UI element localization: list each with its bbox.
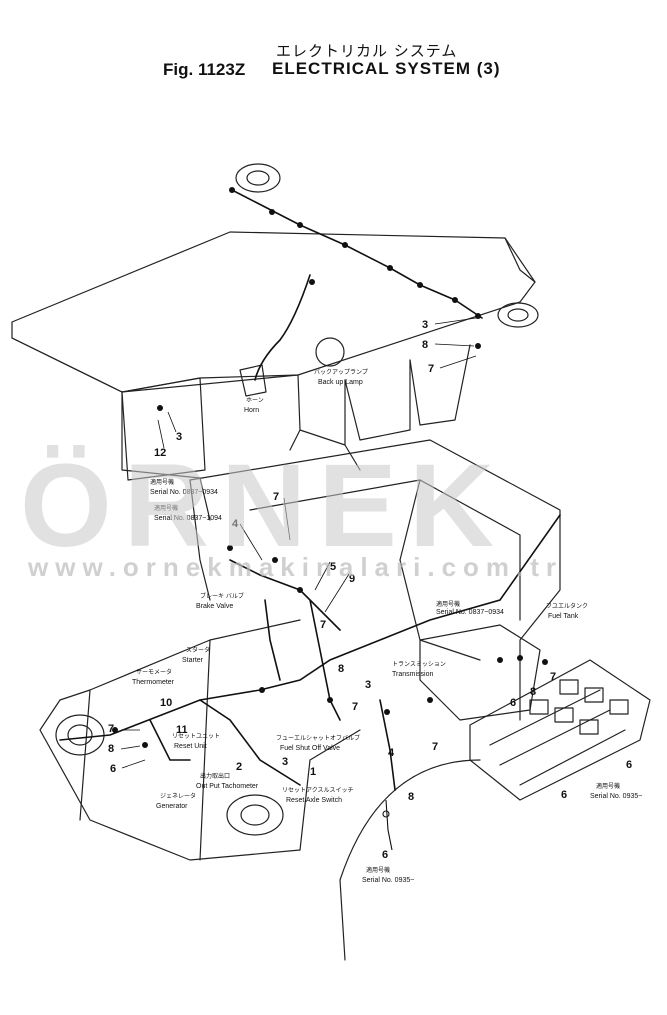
part-number-8: 8	[338, 663, 344, 675]
part-number-3: 3	[282, 756, 288, 768]
reset-axle-label: Reset Axle Switch	[286, 797, 342, 804]
reset-unit-label: Reset Unit	[174, 743, 207, 750]
starter-label: Starter	[182, 657, 204, 664]
part-number-8: 8	[530, 686, 536, 698]
rear-body-ribs	[297, 374, 346, 446]
part-number-3: 3	[365, 679, 371, 691]
inset-circle	[339, 759, 481, 881]
watermark-url: www.ornekmakinalari.com.tr	[28, 552, 564, 582]
serial-note-5-jp: 適用号機	[366, 866, 390, 874]
part-number-6: 6	[382, 849, 388, 861]
headlight-left	[55, 714, 105, 756]
reset-unit-label-jp: リセットユニット	[172, 733, 220, 740]
fuel-tank-label-jp: フユエルタンク	[546, 602, 588, 610]
front-hood	[59, 619, 301, 701]
part-number-1: 1	[310, 766, 316, 778]
transmission-label: Transmission	[392, 671, 433, 678]
serial-note-3-jp: 適用号機	[436, 600, 460, 608]
serial-note-1-jp: 適用号機	[150, 478, 174, 486]
part-number-7: 7	[428, 363, 434, 375]
thermometer-label-jp: サーモメータ	[136, 668, 172, 676]
reset-axle-label-jp: リセットアクスルスイッチ	[282, 787, 354, 794]
part-number-12: 12	[154, 447, 166, 459]
main-harness	[59, 514, 561, 741]
generator-label: Generator	[156, 803, 188, 810]
part-number-10: 10	[160, 697, 172, 709]
rear-lamp-right	[497, 302, 539, 328]
part-number-7: 7	[108, 723, 114, 735]
part-number-6: 6	[561, 789, 567, 801]
part-number-6: 6	[110, 763, 116, 775]
out-put-label: Out Put Tachometer	[196, 783, 259, 790]
part-number-9: 9	[349, 573, 355, 585]
rear-harness	[231, 189, 483, 319]
part-number-8: 8	[422, 339, 428, 351]
title-english: ELECTRICAL SYSTEM (3)	[272, 59, 501, 78]
part-number-7: 7	[550, 671, 556, 683]
part-number-4: 4	[232, 518, 239, 530]
rear-roof-lower	[11, 337, 211, 521]
part-number-6: 6	[626, 759, 632, 771]
brake-valve-label: Brake Valve	[196, 603, 233, 610]
serial-note-3: Serial No. 0837~0934	[436, 609, 504, 616]
horn-body	[239, 364, 267, 397]
watermark-logo: ÖRNEK	[20, 440, 507, 572]
part-number-3: 3	[422, 319, 428, 331]
out-put-label-jp: 出力取出口	[200, 772, 230, 780]
part-number-11: 11	[176, 724, 188, 736]
generator-label-jp: ジェネレータ	[160, 792, 196, 800]
part-number-7: 7	[320, 619, 326, 631]
rear-roof-outline	[11, 231, 536, 393]
horn-label-jp: ホーン	[246, 397, 264, 404]
part-number-7: 7	[273, 491, 279, 503]
serial-note-4: Serial No. 0935~	[590, 793, 642, 800]
rear-lamp-left	[235, 163, 281, 193]
part-number-7: 7	[432, 741, 438, 753]
fuel-tank-box	[419, 624, 541, 721]
serial-note-5: Serial No. 0935~	[362, 877, 414, 884]
serial-note-2: Serial No. 0837~1094	[154, 515, 222, 522]
back-up-lamp-label: Back up Lamp	[318, 379, 363, 386]
serial-note-2-jp: 適用号機	[154, 504, 178, 512]
part-number-6: 6	[510, 697, 516, 709]
figure-number: Fig. 1123Z	[163, 60, 246, 79]
thermometer-label: Thermometer	[132, 679, 175, 686]
horn-label: Horn	[244, 407, 259, 414]
rear-plate	[121, 377, 206, 481]
serial-note-4-jp: 適用号機	[596, 782, 620, 790]
fuel-tank-label: Fuel Tank	[548, 613, 579, 620]
back-up-lamp-body	[315, 337, 345, 367]
part-number-2: 2	[236, 761, 242, 773]
serial-note-1: Serial No. 0837~0934	[150, 489, 218, 496]
back-up-lamp-label-jp: バックアップランプ	[314, 369, 368, 376]
part-number-4: 4	[388, 747, 395, 759]
starter-label-jp: スタータ	[186, 646, 210, 654]
brake-valve-label-jp: ブレーキ バルブ	[200, 592, 244, 600]
transmission-label-jp: トランスミッション	[392, 661, 446, 668]
title-japanese: エレクトリカル システム	[276, 42, 458, 60]
front-cab-frame	[189, 439, 561, 721]
fuel-shut-off-label: Fuel Shut Off Valve	[280, 745, 340, 752]
part-number-3: 3	[176, 431, 182, 443]
headlight-right	[226, 794, 284, 836]
fuel-shut-off-label-jp: フューエルシャットオフバルブ	[276, 734, 360, 742]
part-number-8: 8	[408, 791, 414, 803]
part-number-7: 7	[352, 701, 358, 713]
part-number-5: 5	[330, 561, 336, 573]
part-number-8: 8	[108, 743, 114, 755]
